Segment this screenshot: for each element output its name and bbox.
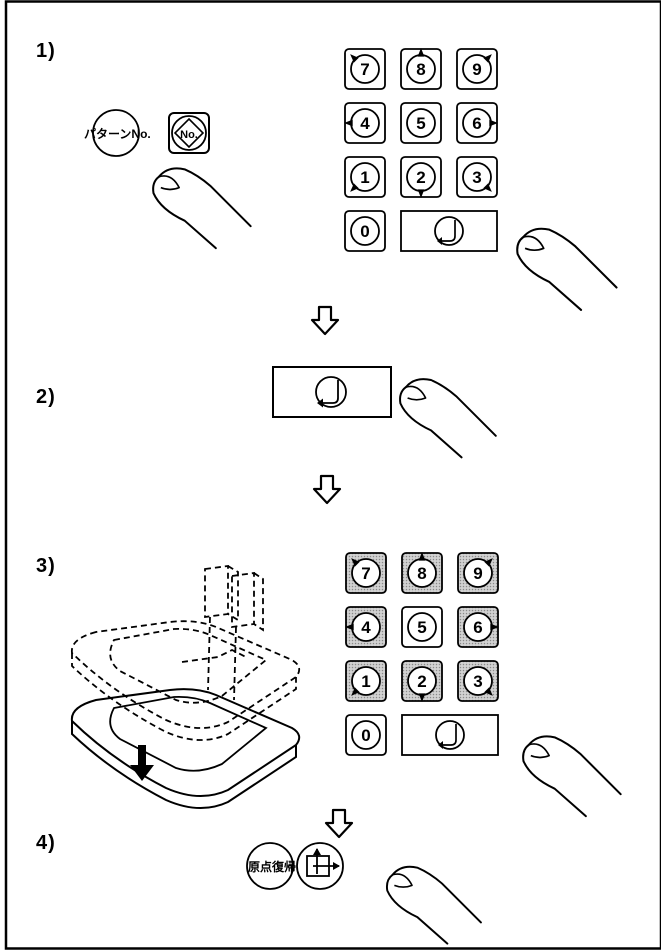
enter-button-step-2[interactable] — [272, 366, 392, 418]
keypad-key-6[interactable]: 6 — [457, 606, 499, 648]
keypad-key-2[interactable]: 2 — [400, 156, 442, 198]
finger-icon — [516, 227, 618, 311]
keypad-key-label: 6 — [472, 114, 481, 133]
down-arrow-icon — [324, 808, 354, 839]
keypad-key-label: 9 — [472, 60, 481, 79]
keypad-key-9[interactable]: 9 — [456, 48, 498, 90]
enter-key[interactable] — [401, 714, 499, 756]
presser-frame-illustration — [70, 564, 301, 810]
keypad-key-label: 3 — [472, 168, 481, 187]
keypad-key-label: 1 — [361, 672, 370, 691]
keypad-key-5[interactable]: 5 — [401, 606, 443, 648]
finger-icon — [399, 378, 497, 459]
keypad-key-9[interactable]: 9 — [457, 552, 499, 594]
finger-icon — [152, 167, 252, 250]
keypad-key-4[interactable]: 4 — [344, 102, 386, 144]
step-1-label: 1) — [36, 40, 56, 62]
keypad-key-7[interactable]: 7 — [345, 552, 387, 594]
page-frame — [4, 0, 661, 950]
pattern-no-label: パターンNo. — [84, 127, 151, 141]
keypad-key-label: 6 — [473, 618, 482, 637]
finger-icon — [522, 735, 622, 818]
keypad-key-8[interactable]: 8 — [400, 48, 442, 90]
step-4-label: 4) — [36, 832, 56, 854]
keypad-key-1[interactable]: 1 — [344, 156, 386, 198]
enter-icon — [434, 216, 464, 246]
pattern-no-button[interactable]: パターンNo. No. — [84, 109, 210, 157]
keypad-key-7[interactable]: 7 — [344, 48, 386, 90]
keypad-key-label: 1 — [360, 168, 369, 187]
keypad-key-label: 3 — [473, 672, 482, 691]
step-2-label: 2) — [36, 386, 56, 408]
keypad-key-4[interactable]: 4 — [345, 606, 387, 648]
keypad-key-label: 2 — [416, 168, 425, 187]
keypad-key-2[interactable]: 2 — [401, 660, 443, 702]
keypad-key-3[interactable]: 3 — [456, 156, 498, 198]
keypad-step-1: 7 8 9 4 5 6 1 2 3 0 — [344, 48, 498, 252]
down-arrow-icon — [312, 474, 342, 505]
keypad-key-label: 7 — [361, 564, 370, 583]
enter-icon — [435, 720, 465, 750]
keypad-key-label: 5 — [417, 618, 426, 637]
home-position-icon — [306, 848, 340, 877]
home-return-button[interactable]: 原点復帰 — [246, 842, 344, 890]
keypad-key-3[interactable]: 3 — [457, 660, 499, 702]
keypad-key-0[interactable]: 0 — [345, 714, 387, 756]
down-arrow-icon — [310, 305, 340, 336]
keypad-key-label: 7 — [360, 60, 369, 79]
home-label: 原点復帰 — [248, 859, 296, 874]
keypad-key-label: 8 — [416, 60, 425, 79]
keypad-key-label: 5 — [416, 114, 425, 133]
home-label-circle — [246, 842, 294, 890]
diamond-icon — [173, 117, 205, 149]
keypad-key-label: 9 — [473, 564, 482, 583]
keypad-key-8[interactable]: 8 — [401, 552, 443, 594]
keypad-key-label: 0 — [360, 222, 369, 241]
keypad-key-label: 4 — [360, 114, 370, 133]
keypad-key-1[interactable]: 1 — [345, 660, 387, 702]
keypad-key-label: 0 — [361, 726, 370, 745]
step-3-label: 3) — [36, 555, 56, 577]
enter-key[interactable] — [400, 210, 498, 252]
pattern-no-label-circle — [92, 109, 140, 157]
keypad-key-label: 4 — [361, 618, 371, 637]
keypad-step-3: 7 8 9 4 5 6 1 2 3 0 — [345, 552, 499, 756]
keypad-key-0[interactable]: 0 — [344, 210, 386, 252]
keypad-key-label: 2 — [417, 672, 426, 691]
pattern-no-key-text: No. — [180, 129, 198, 141]
finger-icon — [385, 865, 482, 945]
keypad-key-label: 8 — [417, 564, 426, 583]
keypad-key-5[interactable]: 5 — [400, 102, 442, 144]
keypad-key-6[interactable]: 6 — [456, 102, 498, 144]
enter-icon — [315, 376, 347, 408]
